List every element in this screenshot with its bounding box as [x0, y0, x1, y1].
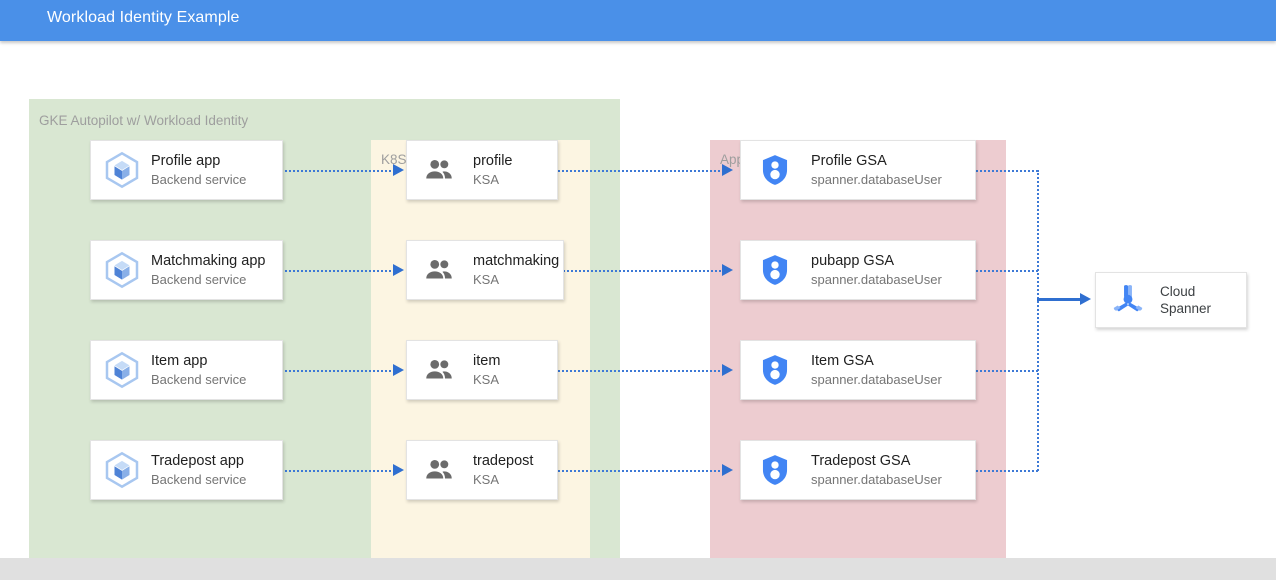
card-ksa-matchmaking[interactable]: matchmaking KSA	[406, 240, 564, 300]
card-title: pubapp GSA	[811, 252, 895, 269]
window-title-bar: Workload Identity Example	[0, 0, 1276, 41]
card-app-profile[interactable]: Profile app Backend service	[90, 140, 283, 200]
card-gsa-pubapp[interactable]: pubapp GSA spanner.databaseUser	[740, 240, 976, 300]
card-subtitle: Backend service	[151, 371, 247, 387]
card-subtitle: KSA	[473, 271, 500, 287]
app-cube-icon	[99, 147, 145, 193]
card-title: matchmaking	[473, 252, 560, 269]
card-title: item	[473, 352, 501, 369]
footer-bar	[0, 558, 1276, 580]
card-subtitle: spanner.databaseUser	[811, 271, 942, 287]
card-subtitle: Backend service	[151, 471, 247, 487]
app-cube-icon	[99, 247, 145, 293]
app-cube-icon	[99, 347, 145, 393]
zone-gke-label: GKE Autopilot w/ Workload Identity	[39, 113, 249, 128]
cloud-spanner-icon	[1108, 280, 1148, 320]
card-ksa-item[interactable]: item KSA	[406, 340, 558, 400]
card-subtitle: spanner.databaseUser	[811, 471, 942, 487]
card-title: Tradepost app	[151, 452, 244, 469]
card-gsa-tradepost[interactable]: Tradepost GSA spanner.databaseUser	[740, 440, 976, 500]
card-ksa-profile[interactable]: profile KSA	[406, 140, 558, 200]
card-title: Item app	[151, 352, 208, 369]
card-app-matchmaking[interactable]: Matchmaking app Backend service	[90, 240, 283, 300]
people-icon	[419, 250, 459, 290]
card-gsa-item[interactable]: Item GSA spanner.databaseUser	[740, 340, 976, 400]
card-title: Matchmaking app	[151, 252, 266, 269]
card-app-item[interactable]: Item app Backend service	[90, 340, 283, 400]
card-title: Profile GSA	[811, 152, 887, 169]
card-title: Tradepost GSA	[811, 452, 911, 469]
shield-person-icon	[755, 250, 795, 290]
page-title: Workload Identity Example	[47, 9, 240, 26]
card-gsa-profile[interactable]: Profile GSA spanner.databaseUser	[740, 140, 976, 200]
shield-person-icon	[755, 450, 795, 490]
card-subtitle: spanner.databaseUser	[811, 371, 942, 387]
card-subtitle: Backend service	[151, 171, 247, 187]
card-app-tradepost[interactable]: Tradepost app Backend service	[90, 440, 283, 500]
card-cloud-spanner[interactable]: Cloud Spanner	[1095, 272, 1247, 328]
people-icon	[419, 450, 459, 490]
card-title: profile	[473, 152, 513, 169]
card-subtitle: spanner.databaseUser	[811, 171, 942, 187]
card-subtitle: KSA	[473, 371, 500, 387]
card-title: Profile app	[151, 152, 221, 169]
people-icon	[419, 150, 459, 190]
card-title: Item GSA	[811, 352, 874, 369]
card-ksa-tradepost[interactable]: tradepost KSA	[406, 440, 558, 500]
shield-person-icon	[755, 350, 795, 390]
card-subtitle: KSA	[473, 471, 500, 487]
card-subtitle: Backend service	[151, 271, 247, 287]
shield-person-icon	[755, 150, 795, 190]
spanner-label-line1: Cloud	[1160, 284, 1196, 299]
people-icon	[419, 350, 459, 390]
diagram-canvas: GKE Autopilot w/ Workload Identity K8S S…	[0, 41, 1276, 579]
app-cube-icon	[99, 447, 145, 493]
card-title: tradepost	[473, 452, 534, 469]
spanner-label-line2: Spanner	[1160, 301, 1212, 316]
card-subtitle: KSA	[473, 171, 500, 187]
